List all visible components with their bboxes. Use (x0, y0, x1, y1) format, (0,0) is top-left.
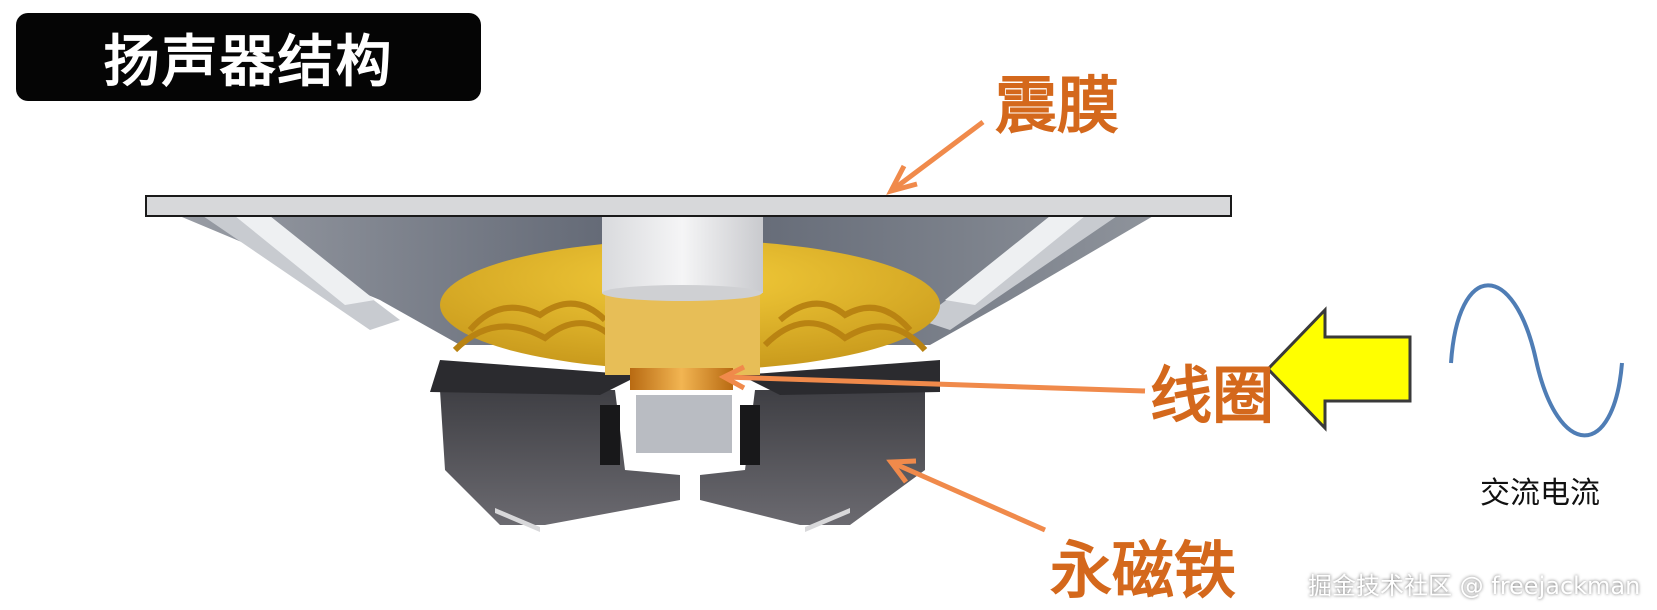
coil-label: 线圈 (1150, 359, 1275, 432)
title-banner: 扬声器结构 (16, 13, 481, 101)
yellow-arrow-left-icon (1265, 306, 1412, 432)
pointer-arrow-magnet (886, 458, 1047, 533)
permanent-magnet (440, 390, 925, 532)
diaphragm-label: 震膜 (995, 69, 1120, 142)
cone-spider (430, 240, 940, 395)
ac-current-label: 交流电流 (1480, 476, 1600, 511)
watermark: 掘金技术社区 @ freejackman (1308, 572, 1641, 600)
pointer-arrow-diaphragm (886, 120, 985, 195)
diaphragm-plate (145, 195, 1232, 217)
page-title: 扬声器结构 (103, 29, 394, 95)
magnet-label: 永磁铁 (1050, 534, 1237, 607)
voice-coil (630, 368, 733, 390)
pointer-arrow-coil (718, 364, 1146, 394)
sine-wave-icon (1449, 283, 1624, 438)
voice-coil-former (602, 213, 763, 375)
